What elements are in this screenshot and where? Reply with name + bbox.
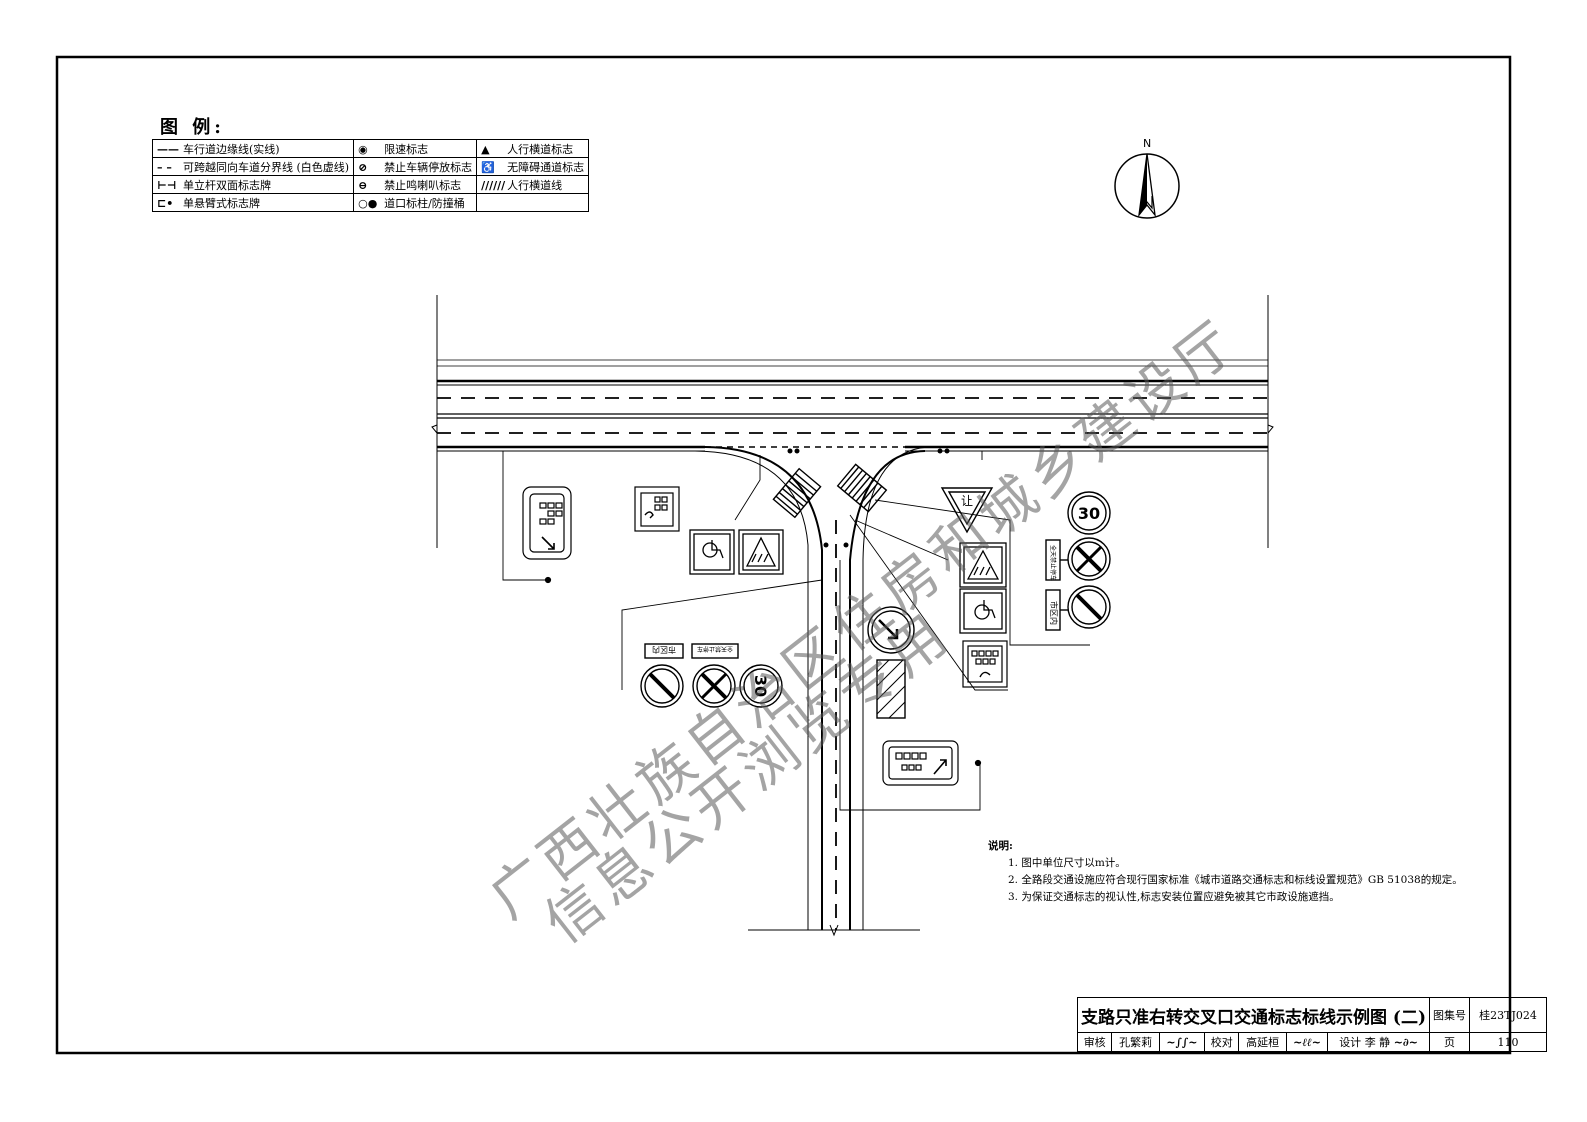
sheet-border (55, 55, 1512, 1055)
crosswalk-icon: ////// (481, 178, 506, 192)
solid-line-symbol: —— (157, 142, 179, 156)
legend-label: 禁止鸣喇叭标志 (384, 178, 462, 192)
title-block: 支路只准右转交叉口交通标志标线示例图 (二) 图集号 桂23TJ024 审核 孔… (1076, 997, 1548, 1052)
main-road (431, 295, 1274, 548)
design-label: 设计 (1339, 1036, 1362, 1049)
note-item: 3. 为保证交通标志的视认性,标志安装位置应避免被其它市政设施遮挡。 (1008, 891, 1340, 903)
legend-label: 禁止车辆停放标志 (384, 160, 473, 174)
crosswalks (772, 463, 888, 519)
atlas-label: 图集号 (1429, 997, 1471, 1033)
guide-sign-right (962, 640, 1008, 688)
pedestrian-sign-left (738, 529, 784, 575)
accessible-sign-right (959, 588, 1007, 634)
note-item: 1. 图中单位尺寸以m计。 (1008, 857, 1126, 869)
yield-sign-text: 让 (961, 494, 973, 508)
atlas-number: 桂23TJ024 (1469, 997, 1548, 1033)
signature-reviewer: ~∫∫~ (1158, 1032, 1206, 1052)
leader-lines (502, 451, 1090, 811)
no-parking-icon: ⊘ (358, 160, 368, 174)
page-number: 110 (1469, 1032, 1548, 1052)
guide-sign-small (634, 486, 680, 532)
reviewer-name: 孔繁莉 (1111, 1032, 1160, 1052)
drawing-title: 支路只准右转交叉口交通标志标线示例图 (二) (1076, 997, 1431, 1033)
pedestrian-sign-right (959, 542, 1007, 588)
regulatory-signs-left (640, 643, 783, 708)
speed-limit-left-value: 30 (751, 675, 770, 697)
legend-label: 车行道边缘线(实线) (183, 142, 280, 156)
guide-sign-left (522, 486, 572, 584)
legend-table: —— 车行道边缘线(实线) ◉ 限速标志 ▲ 人行横道标志 – – 可跨越同向车道分界线… (151, 139, 590, 212)
plate-time-right: 全天禁止停车 (1049, 545, 1057, 581)
legend-title: 图 例: (160, 117, 225, 138)
north-arrow (1114, 153, 1180, 219)
bollard-icon: ○● (358, 196, 378, 210)
legend-label: 人行横道标志 (507, 142, 574, 156)
note-item: 2. 全路段交通设施应符合现行国家标准《城市道路交通标志和标线设置规范》GB 5… (1008, 874, 1463, 886)
notes-heading: 说明: (988, 840, 1013, 852)
signature-designer: ~∂~ (1393, 1036, 1418, 1049)
dashed-line-symbol: – – (157, 160, 172, 174)
page-label: 页 (1429, 1032, 1471, 1052)
north-label: N (1143, 137, 1151, 150)
speed-limit-right-value: 30 (1078, 504, 1100, 523)
legend-label: 单悬臂式标志牌 (183, 196, 260, 210)
legend-label: 单立杆双面标志牌 (183, 178, 271, 192)
legend-label: 可跨越同向车道分界线 (白色虚线) (183, 160, 350, 174)
checker-name: 高延桓 (1238, 1032, 1287, 1052)
check-label: 校对 (1204, 1032, 1240, 1052)
keep-right-sign (867, 606, 915, 719)
signature-checker: ~ℓℓ~ (1285, 1032, 1329, 1052)
notes: 说明: 1. 图中单位尺寸以m计。 2. 全路段交通设施应符合现行国家标准《城市… (988, 838, 1463, 906)
designer-name: 李 静 (1364, 1036, 1391, 1049)
plate-time-left: 全天禁止停车 (697, 645, 733, 653)
bollards (787, 448, 950, 548)
accessible-sign-left (689, 529, 735, 575)
single-post-icon: ⊢⊣ (157, 178, 177, 192)
legend-row: —— 车行道边缘线(实线) ◉ 限速标志 ▲ 人行横道标志 (151, 139, 590, 158)
regulatory-signs-right (1045, 491, 1111, 631)
legend-row: – – 可跨越同向车道分界线 (白色虚线) ⊘ 禁止车辆停放标志 ♿ 无障碍通道标志 (151, 157, 590, 176)
yield-sign (940, 487, 994, 534)
cantilever-icon: ⊏• (157, 196, 174, 210)
legend-label: 无障碍通道标志 (507, 160, 585, 174)
legend-label: 限速标志 (384, 142, 429, 156)
plate-city-left: 市区内 (652, 645, 676, 655)
plate-city-right: 市区内 (1049, 601, 1059, 625)
pedestrian-icon: ▲ (481, 142, 490, 156)
legend-label: 道口标柱/防撞桶 (384, 196, 465, 210)
legend-label: 人行横道线 (507, 178, 563, 192)
review-label: 审核 (1076, 1032, 1113, 1052)
legend-row: ⊏• 单悬臂式标志牌 ○● 道口标柱/防撞桶 (151, 193, 590, 212)
speed-limit-icon: ◉ (358, 142, 368, 156)
legend-row: ⊢⊣ 单立杆双面标志牌 ⊖ 禁止鸣喇叭标志 //////人行横道线 (151, 175, 590, 194)
designer-cell: 设计 李 静 ~∂~ (1327, 1032, 1431, 1052)
guide-sign-bottom (882, 740, 982, 786)
no-horn-icon: ⊖ (358, 178, 368, 192)
accessible-icon: ♿ (481, 160, 495, 174)
